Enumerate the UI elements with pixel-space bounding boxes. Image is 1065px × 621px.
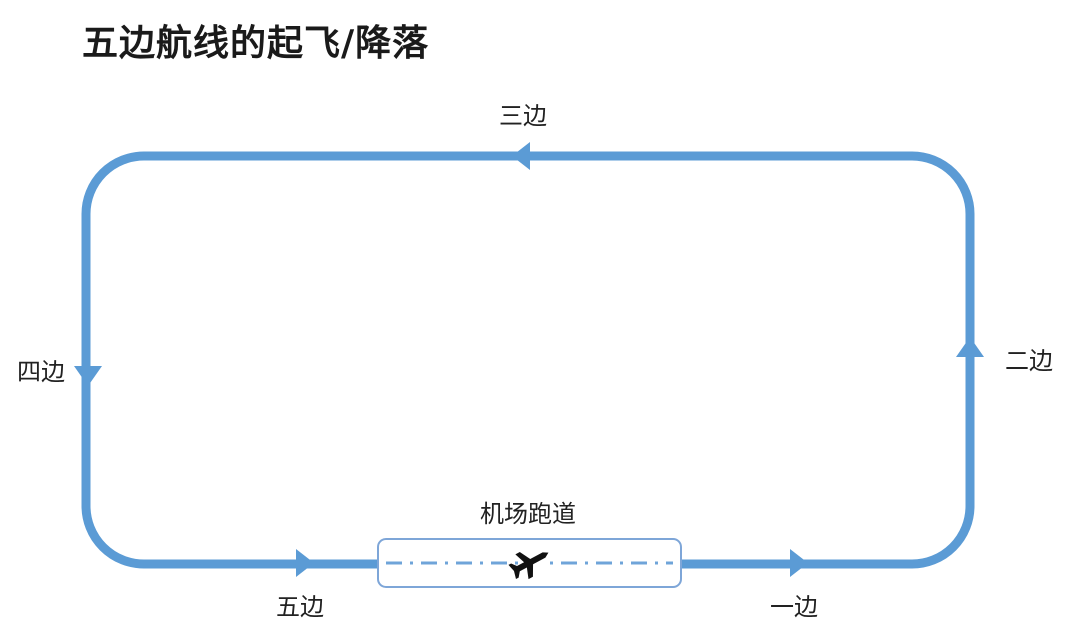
fifth-leg-arrow bbox=[296, 549, 314, 577]
runway-label: 机场跑道 bbox=[480, 500, 576, 528]
fourth-leg-label: 四边 bbox=[17, 358, 65, 386]
second-leg-label: 二边 bbox=[1005, 347, 1053, 375]
fifth-leg-label: 五边 bbox=[276, 593, 324, 621]
first-leg-arrow bbox=[790, 549, 808, 577]
third-leg-arrow bbox=[512, 142, 530, 170]
first-leg-label: 一边 bbox=[770, 593, 818, 621]
fourth-leg-arrow bbox=[74, 366, 102, 386]
airplane-icon bbox=[508, 547, 549, 580]
page-title: 五边航线的起飞/降落 bbox=[82, 23, 430, 64]
third-leg-label: 三边 bbox=[499, 102, 547, 130]
second-leg-arrow bbox=[956, 337, 984, 357]
